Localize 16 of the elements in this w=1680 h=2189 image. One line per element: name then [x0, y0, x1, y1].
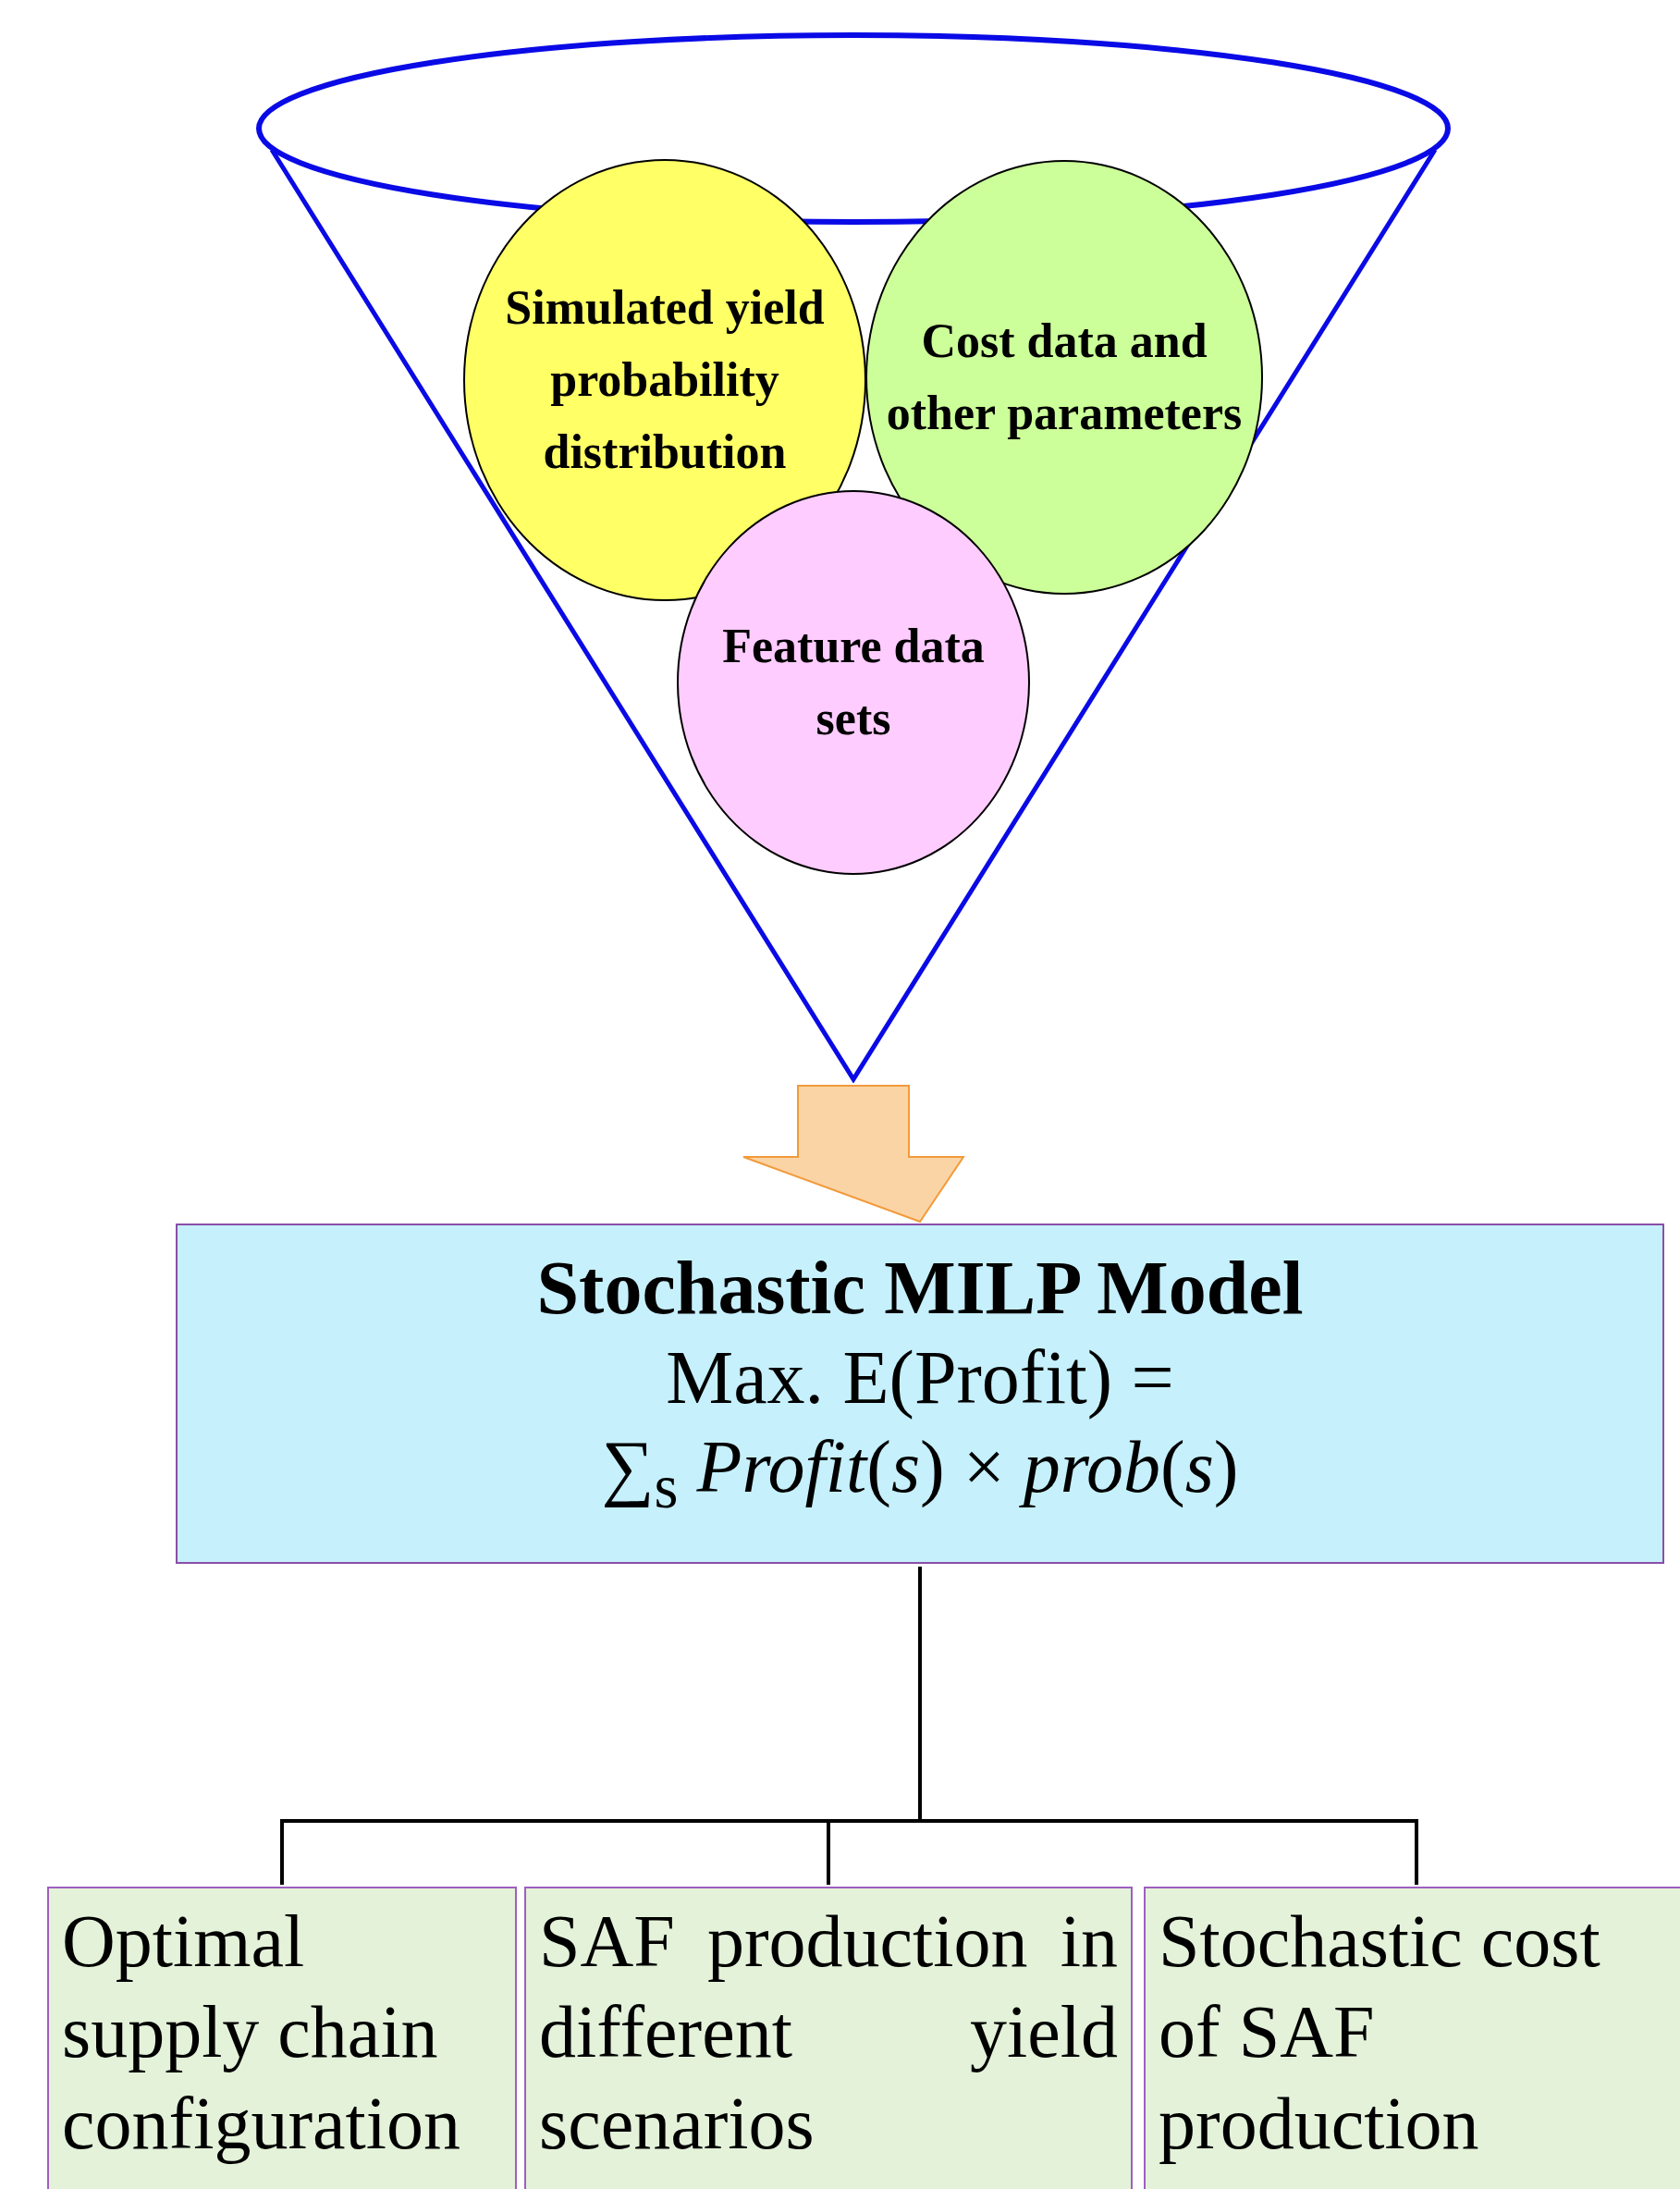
model-title: Stochastic MILP Model: [535, 1245, 1305, 1332]
objective-text: Max. E(Profit) =: [665, 1334, 1175, 1421]
output-box: [1144, 1887, 1680, 2189]
connector-line: [918, 1567, 1418, 1885]
output-box: [47, 1887, 517, 2189]
circle-label: Cost data and other parameters: [885, 314, 1244, 441]
formula-text: ∑$_{s}$ Profit(s) × prob(s): [600, 1424, 1240, 1522]
output-text: SAF production in different yield scenarios: [539, 1900, 1118, 2166]
output-text: Stochastic cost of SAF production: [1159, 1900, 1601, 2166]
funnel-shape: [254, 31, 1453, 1083]
output-box: [524, 1887, 1133, 2189]
circle-label: Simulated yield probability distribution: [504, 280, 826, 480]
model-box: [176, 1224, 1664, 1564]
circle-label: Feature data sets: [721, 619, 986, 746]
output-text: Optimal supply chain configuration: [62, 1900, 461, 2166]
block-arrow: [742, 1085, 965, 1224]
